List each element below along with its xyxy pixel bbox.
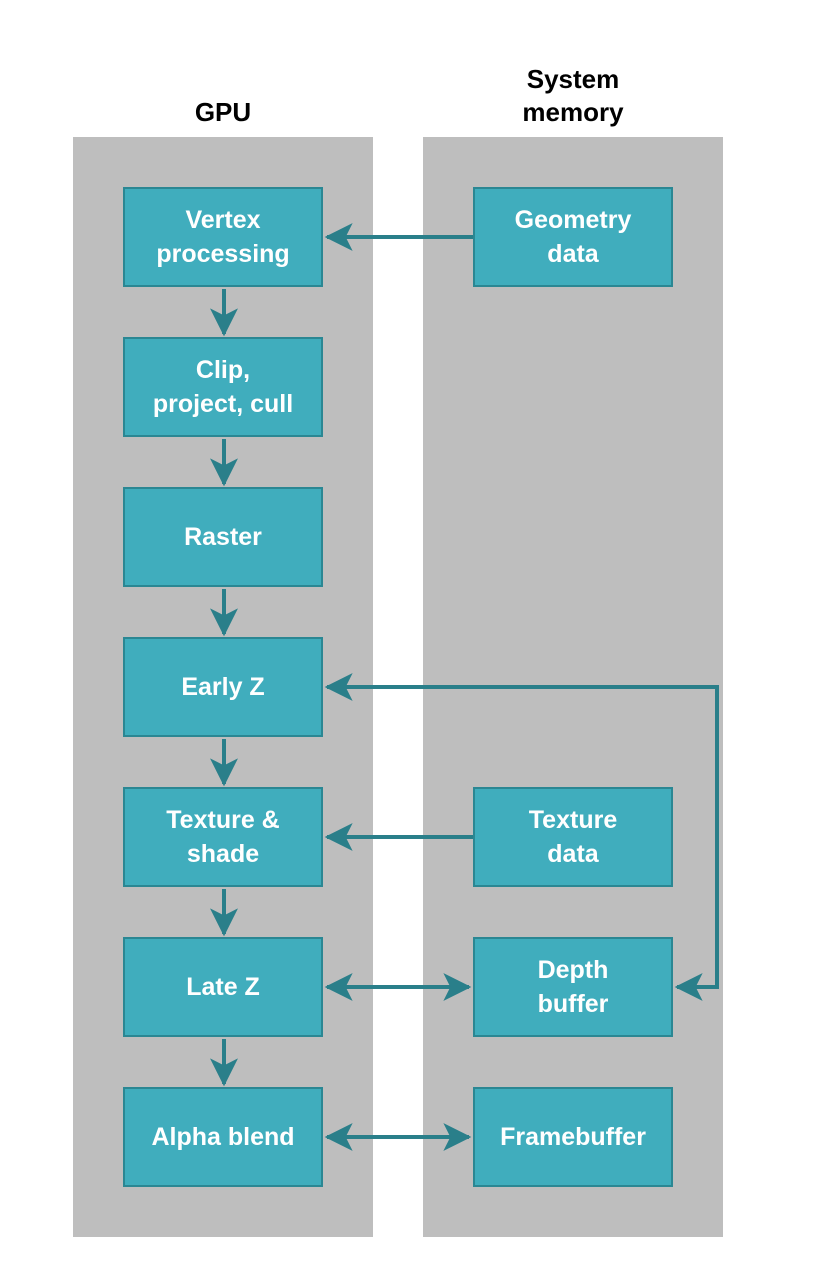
- memory-column-title: System memory: [522, 64, 624, 127]
- stage-vertex-processing: Vertex processing: [123, 187, 323, 287]
- gpu-column-title: GPU: [194, 97, 252, 127]
- stage-late-z: Late Z: [123, 937, 323, 1037]
- arrow-depth-loop-to-earlyz: [324, 673, 719, 960]
- stage-alpha-blend: Alpha blend: [123, 1087, 323, 1187]
- memory-geometry-data: Geometry data: [473, 187, 673, 287]
- stage-early-z: Early Z: [123, 637, 323, 737]
- arrow-depth-loop-to-depth: [674, 955, 719, 1001]
- stage-raster: Raster: [123, 487, 323, 587]
- memory-texture-data: Texture data: [473, 787, 673, 887]
- stage-clip-project-cull: Clip, project, cull: [123, 337, 323, 437]
- memory-depth-buffer: Depth buffer: [473, 937, 673, 1037]
- memory-framebuffer: Framebuffer: [473, 1087, 673, 1187]
- stage-texture-shade: Texture & shade: [123, 787, 323, 887]
